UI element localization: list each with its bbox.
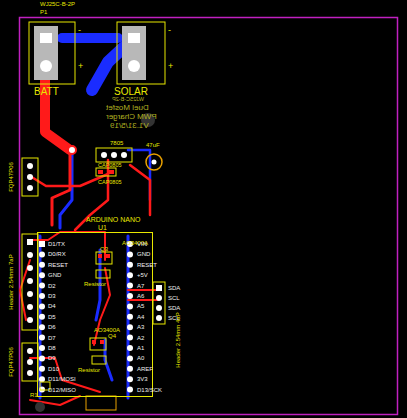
smd-footprint (40, 252, 112, 390)
pin-name: 3V3 (137, 376, 148, 382)
pin-name: D13/SCK (137, 387, 162, 393)
silkscreen-label: Resistor (84, 281, 106, 287)
pin-name: D9 (48, 355, 56, 361)
terminal-block (29, 22, 165, 84)
pin-name: D3 (48, 293, 56, 299)
silkscreen-label: FQP47P06 (8, 162, 14, 192)
silkscreen-label: Q4 (108, 333, 116, 339)
pin-name: VIN (137, 241, 147, 247)
silkscreen-label: P1 (40, 9, 47, 15)
pin-name: A6 (137, 293, 144, 299)
pin-name: A1 (137, 345, 144, 351)
pin-name: GND (48, 272, 61, 278)
silkscreen-label: Q3 (100, 246, 108, 252)
part-label: ARDUINO NANO (86, 216, 140, 223)
pin-name: RESET (137, 262, 157, 268)
silkscreen-label: SDA (168, 305, 180, 311)
top-traces (20, 66, 158, 405)
pin-name: A2 (137, 335, 144, 341)
pin-name: A7 (137, 283, 144, 289)
mounting-hole (35, 402, 45, 412)
pin-name: A4 (137, 314, 144, 320)
silkscreen-label: Resistor (78, 367, 100, 373)
pin-header (153, 282, 165, 324)
part-label: U1 (98, 224, 107, 231)
pin-name: AREF (137, 366, 153, 372)
silkscreen-label: V1.31/5/19 (110, 122, 149, 130)
pin-name: D7 (48, 335, 56, 341)
arduino-pads (39, 241, 133, 393)
mosfet-footprint (22, 158, 38, 381)
silkscreen-label: SCL (168, 295, 180, 301)
silkscreen-label: AO3400A (94, 327, 120, 333)
pin-name: D2 (48, 283, 56, 289)
silkscreen-label: WJ25C-B-2P (40, 1, 75, 7)
silkscreen-label: CAP0805 (98, 180, 122, 186)
silkscreen-label: CAP0805 (98, 163, 122, 169)
pin-name: D6 (48, 324, 56, 330)
silkscreen-label: SOLAR (114, 87, 148, 97)
pin-name: D1/TX (48, 241, 65, 247)
pin-name: D10 (48, 366, 59, 372)
pin-name: D4 (48, 303, 56, 309)
board-outline (20, 18, 398, 415)
silkscreen-label: FQP47P06 (8, 347, 14, 377)
pin-name: RESET (48, 262, 68, 268)
silkscreen-label: PWM Charger (106, 113, 157, 121)
silkscreen-label: - (78, 26, 81, 35)
pin-name: D11/MOSI (48, 376, 76, 382)
pin-header (22, 234, 38, 330)
silkscreen-label: Duel Mosfet (106, 104, 149, 112)
silkscreen-label: Header 2.54mm 7aP (8, 254, 14, 309)
usb-outline (86, 396, 116, 410)
silkscreen-label: Header 2.54mm 4aP (175, 312, 181, 367)
silkscreen-label: R1 (30, 392, 38, 398)
silkscreen-label: SDA (168, 285, 180, 291)
silkscreen-label: 47uF (146, 142, 160, 148)
pin-name: A0 (137, 355, 144, 361)
pin-name: GND (137, 251, 150, 257)
via (68, 146, 76, 154)
silkscreen-label: + (168, 62, 173, 71)
pin-name: +5V (137, 272, 148, 278)
silkscreen-label: 7805 (110, 140, 123, 146)
silkscreen-label: WJ25C-B-2P (112, 97, 144, 103)
pin-name: D5 (48, 314, 56, 320)
pin-name: D8 (48, 345, 56, 351)
silkscreen-label: + (78, 62, 83, 71)
pin-name: A5 (137, 303, 144, 309)
pin-name: A3 (137, 324, 144, 330)
regulator-footprint (96, 148, 162, 176)
pin-name: D0/RX (48, 251, 66, 257)
silkscreen-label: - (168, 26, 171, 35)
silkscreen-label: BATT (34, 87, 59, 97)
pin-name: D12/MISO (48, 387, 76, 393)
